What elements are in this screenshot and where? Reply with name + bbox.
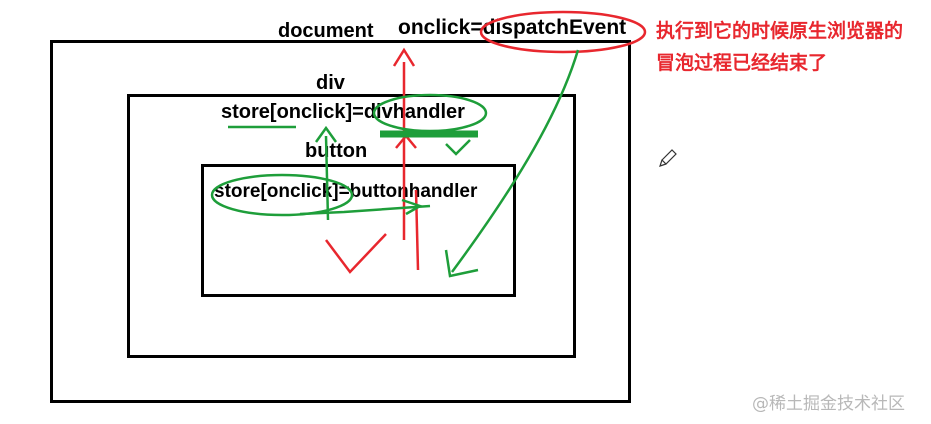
pencil-cursor-icon (659, 149, 677, 167)
green-dispatch-arrow-head (444, 249, 479, 278)
button-label: button (305, 140, 368, 162)
red-arrow-button-line (414, 189, 420, 271)
red-check-icon (325, 233, 387, 274)
green-vertical-stroke (324, 135, 330, 221)
green-dispatch-arrow (450, 49, 580, 273)
buttonhandler-arrow-head (401, 198, 424, 216)
buttonhandler-underline (299, 204, 431, 216)
red-arrow-up-head-2 (395, 134, 417, 149)
green-vertical-head (314, 125, 338, 143)
div-box (127, 94, 576, 358)
green-check-icon (445, 139, 471, 156)
red-arrow-up-head (392, 47, 416, 67)
button-box (201, 164, 516, 297)
document-handler-label: onclick=dispatchEvent (398, 16, 627, 39)
store-onclick-circle (210, 173, 354, 217)
document-label: document (278, 20, 374, 42)
divhandler-circle (372, 93, 488, 133)
annotation-line-2: 冒泡过程已经结束了 (656, 52, 828, 74)
annotation-line-1: 执行到它的时候原生浏览器的 (656, 20, 904, 42)
dispatch-event-circle (479, 10, 647, 54)
button-handler-label: store[onclick]=buttonhandler (214, 181, 478, 202)
document-box (50, 40, 631, 403)
watermark: @稀土掘金技术社区 (752, 394, 905, 414)
div-label: div (316, 72, 345, 94)
